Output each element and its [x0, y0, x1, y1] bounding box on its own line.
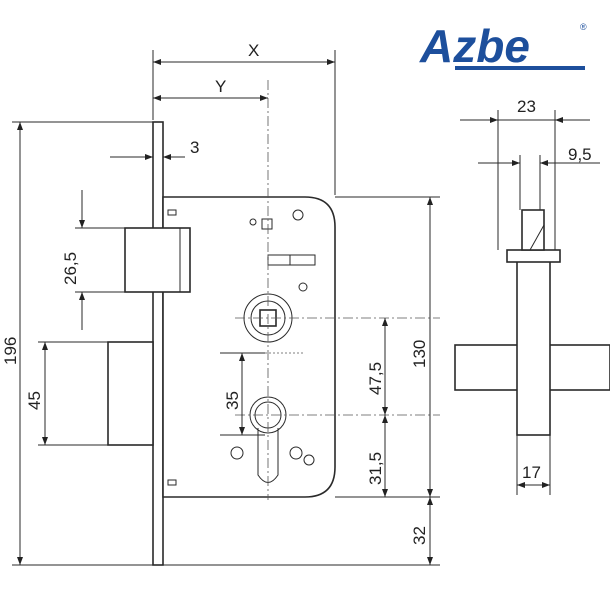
dim-y: Y: [215, 77, 226, 96]
dim-130: 130: [410, 340, 429, 368]
lock-case: [162, 196, 336, 498]
dimension-lines: X Y 3 196 26,5 45 130 47,5 31,5 32 35: [1, 41, 440, 566]
svg-text:®: ®: [580, 22, 587, 32]
dim-35: 35: [223, 391, 242, 410]
svg-text:Azbe: Azbe: [419, 20, 530, 72]
dim-196: 196: [1, 337, 20, 365]
latch-bolt: [124, 227, 191, 293]
dim-3: 3: [190, 138, 199, 157]
dim-45: 45: [25, 391, 44, 410]
azbe-logo: Azbe ®: [419, 20, 587, 72]
faceplate: [152, 121, 164, 566]
dim-x: X: [248, 41, 259, 60]
dim-32: 32: [410, 526, 429, 545]
dim-9-5: 9,5: [568, 145, 592, 164]
dim-17: 17: [522, 463, 541, 482]
dim-31-5: 31,5: [366, 452, 385, 485]
deadbolt: [107, 341, 154, 446]
side-body: [516, 257, 551, 436]
dim-47-5: 47,5: [366, 362, 385, 395]
lock-front-view: [107, 80, 440, 566]
dim-23: 23: [517, 97, 536, 116]
dim-26-5: 26,5: [61, 252, 80, 285]
lock-side-view: 23 9,5 17: [454, 97, 610, 495]
